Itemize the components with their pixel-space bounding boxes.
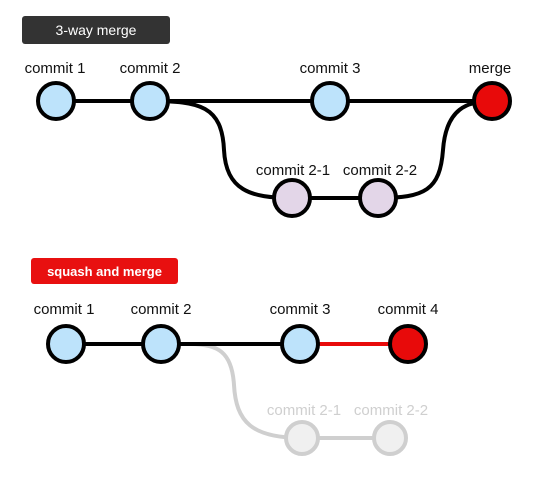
squash-commit-4-label: commit 4 (378, 301, 439, 318)
squash-commit-2-label: commit 2 (131, 301, 192, 318)
three-way-merge-graph: commit 1 commit 2 commit 3 merge commit … (25, 60, 512, 218)
squash-commit-3-label: commit 3 (270, 301, 331, 318)
merge-node (472, 81, 512, 121)
squash-commit-3-node (280, 324, 320, 364)
commit-2-2-label: commit 2-2 (343, 162, 417, 179)
squash-commit-2-node (141, 324, 181, 364)
squash-commit-1-node (46, 324, 86, 364)
commit-2-1-node (272, 178, 312, 218)
merge-label: merge (469, 60, 512, 77)
faded-commit-2-1-label: commit 2-1 (267, 402, 341, 419)
commit-1-node (36, 81, 76, 121)
faded-commit-2-2-label: commit 2-2 (354, 402, 428, 419)
squash-and-merge-tag: squash and merge (31, 258, 178, 284)
commit-2-2-node (358, 178, 398, 218)
three-way-merge-tag: 3-way merge (22, 16, 170, 44)
commit-3-node (310, 81, 350, 121)
edge-faded-branch (189, 342, 390, 440)
squash-commit-1-label: commit 1 (34, 301, 95, 318)
faded-commit-2-2-node (372, 420, 408, 456)
commit-3-label: commit 3 (300, 60, 361, 77)
commit-2-node (130, 81, 170, 121)
squash-commit-4-node (388, 324, 428, 364)
faded-commit-2-1-node (284, 420, 320, 456)
squash-merge-graph: commit 1 commit 2 commit 3 commit 4 comm… (34, 301, 439, 456)
commit-1-label: commit 1 (25, 60, 86, 77)
commit-2-label: commit 2 (120, 60, 181, 77)
commit-2-1-label: commit 2-1 (256, 162, 330, 179)
